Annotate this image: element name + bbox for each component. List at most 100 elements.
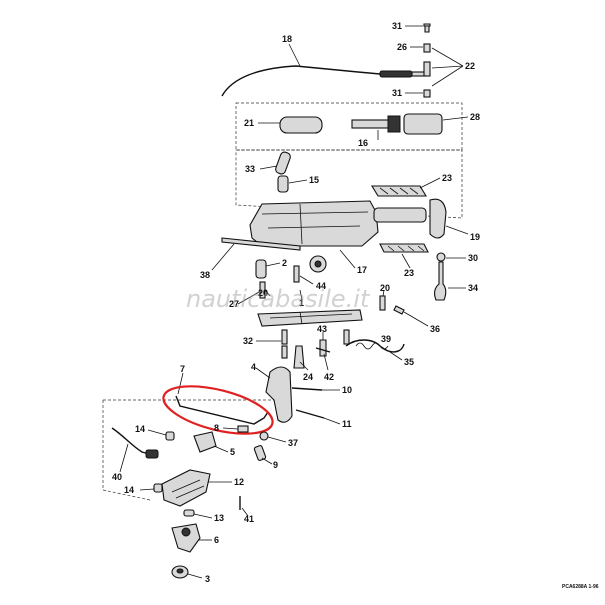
cable-40-end bbox=[145, 449, 159, 459]
leader-22c bbox=[431, 65, 464, 87]
grommet-3-hole bbox=[176, 568, 184, 574]
callout-36: 36 bbox=[430, 324, 440, 334]
base-plate-39-detail bbox=[269, 311, 353, 325]
callout-22: 22 bbox=[465, 61, 475, 71]
callout-20b: 20 bbox=[380, 283, 390, 293]
callout-11: 11 bbox=[342, 419, 352, 429]
callout-27: 27 bbox=[229, 299, 239, 309]
leader-7 bbox=[177, 372, 184, 395]
screw-31-top bbox=[423, 23, 431, 33]
pin-42 bbox=[315, 347, 331, 353]
callout-13: 13 bbox=[214, 513, 224, 523]
leader-11 bbox=[323, 417, 341, 425]
linkage-12 bbox=[161, 469, 211, 507]
bushing-26 bbox=[423, 43, 431, 53]
leader-1 bbox=[299, 289, 303, 301]
leader-41 bbox=[241, 507, 249, 517]
leader-13 bbox=[193, 513, 213, 519]
lever-6 bbox=[171, 523, 201, 553]
callout-23b: 23 bbox=[404, 268, 414, 278]
callout-15: 15 bbox=[309, 175, 319, 185]
stud-22 bbox=[423, 61, 431, 77]
callout-12: 12 bbox=[234, 477, 244, 487]
leader-19 bbox=[445, 225, 469, 235]
callout-44: 44 bbox=[316, 281, 326, 291]
callout-labels: 31 26 22 18 31 21 28 16 33 15 23 19 38 2… bbox=[112, 21, 480, 584]
callout-26: 26 bbox=[397, 42, 407, 52]
grip-28 bbox=[403, 113, 443, 135]
washer-13 bbox=[183, 509, 195, 517]
leader-14a bbox=[147, 429, 167, 436]
screw-39-right bbox=[343, 329, 350, 345]
callout-24: 24 bbox=[303, 372, 313, 382]
callout-39: 39 bbox=[381, 334, 391, 344]
callout-32: 32 bbox=[243, 336, 253, 346]
callout-42: 42 bbox=[324, 372, 334, 382]
callout-16: 16 bbox=[358, 138, 368, 148]
lever-6-hole bbox=[181, 527, 191, 537]
callout-1: 1 bbox=[299, 298, 304, 308]
leader-40 bbox=[119, 443, 129, 473]
clip-8 bbox=[237, 425, 249, 433]
leader-35 bbox=[389, 351, 403, 361]
callout-9: 9 bbox=[273, 460, 278, 470]
screw-14a bbox=[165, 431, 175, 441]
control-housing-17 bbox=[249, 200, 379, 247]
callout-18: 18 bbox=[282, 34, 292, 44]
callout-6: 6 bbox=[214, 535, 219, 545]
drawing-code: PCA6288A 1-96 bbox=[562, 584, 599, 590]
leader-14b bbox=[139, 488, 155, 491]
cover-23-bottom bbox=[379, 243, 429, 253]
callout-14b: 14 bbox=[124, 485, 134, 495]
callout-31b: 31 bbox=[392, 88, 402, 98]
leader-3 bbox=[187, 573, 203, 579]
cable-end-fitting bbox=[379, 70, 413, 78]
screw-20b bbox=[379, 295, 386, 311]
housing-17-arm bbox=[373, 207, 427, 223]
callout-43: 43 bbox=[317, 324, 327, 334]
leader-20b bbox=[382, 289, 385, 297]
callout-21: 21 bbox=[244, 118, 254, 128]
leader-17 bbox=[339, 249, 356, 269]
leader-44 bbox=[299, 275, 314, 285]
callout-19: 19 bbox=[470, 232, 480, 242]
callout-3: 3 bbox=[205, 574, 210, 584]
leader-27 bbox=[237, 291, 260, 305]
callout-20a: 20 bbox=[258, 288, 268, 298]
leader-23a bbox=[419, 177, 441, 189]
screw-32b bbox=[281, 345, 288, 359]
callout-23a: 23 bbox=[442, 173, 452, 183]
callout-38: 38 bbox=[200, 270, 210, 280]
screw-31-bottom bbox=[423, 89, 431, 98]
pin-11 bbox=[295, 409, 325, 419]
callout-10: 10 bbox=[342, 385, 352, 395]
sleeve-15 bbox=[277, 175, 289, 193]
callout-7: 7 bbox=[180, 364, 185, 374]
link-rod-7 bbox=[175, 395, 269, 425]
base-plate-39 bbox=[257, 309, 363, 327]
leader-20a bbox=[264, 289, 271, 297]
callout-17: 17 bbox=[357, 265, 367, 275]
leader-22a bbox=[431, 47, 464, 67]
shaft-16-collar bbox=[387, 115, 401, 133]
highlight-ring bbox=[162, 385, 274, 435]
leader-36 bbox=[403, 311, 429, 327]
bracket-5 bbox=[193, 431, 217, 453]
leader-15 bbox=[288, 179, 308, 184]
callout-41: 41 bbox=[244, 514, 254, 524]
lanyard-35 bbox=[345, 339, 405, 353]
lanyard-35-coil bbox=[355, 342, 389, 350]
callout-2: 2 bbox=[282, 258, 287, 268]
leader-28 bbox=[442, 116, 469, 121]
leader-9 bbox=[261, 457, 273, 465]
cable-40 bbox=[111, 427, 157, 457]
leader-42 bbox=[323, 353, 329, 371]
cover-23-top-hatch bbox=[379, 187, 419, 195]
gear-44-hub bbox=[314, 260, 322, 268]
rod-38 bbox=[221, 237, 301, 251]
leader-37 bbox=[267, 436, 287, 443]
pin-10 bbox=[291, 387, 323, 391]
callout-40: 40 bbox=[112, 472, 122, 482]
leader-33 bbox=[259, 165, 278, 170]
